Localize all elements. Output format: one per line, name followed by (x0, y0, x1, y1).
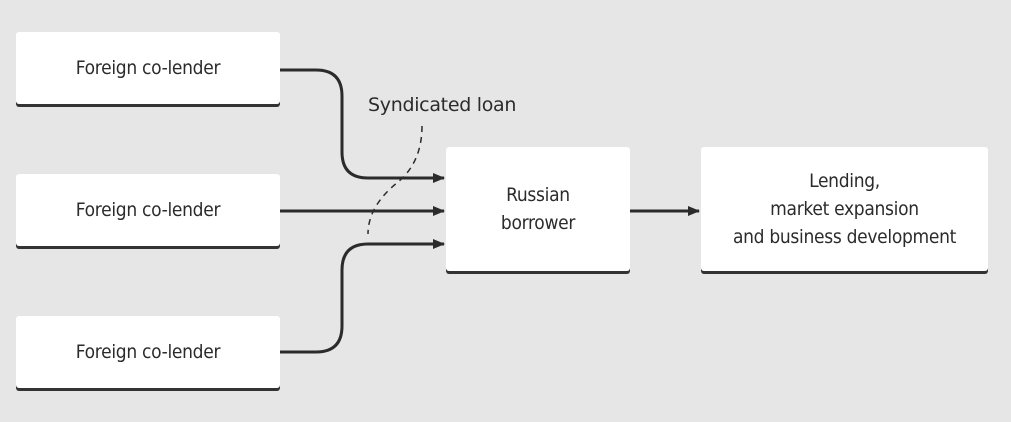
foreign-co-lender-label-3: Foreign co-lender (75, 341, 221, 363)
outcome-label: Lending, market expansion and business d… (732, 170, 957, 248)
outcome-box: Lending, market expansion and business d… (701, 147, 988, 271)
foreign-co-lender-box-1: Foreign co-lender (16, 32, 280, 104)
connector-lender-1-to-borrower (280, 68, 445, 183)
connector-lender-3-to-borrower (280, 239, 445, 354)
russian-borrower-box: Russian borrower (446, 147, 630, 271)
syndicated-loan-label: Syndicated loan (368, 94, 517, 116)
foreign-co-lender-label-2: Foreign co-lender (75, 199, 221, 221)
foreign-co-lender-label-1: Foreign co-lender (75, 57, 221, 79)
foreign-co-lender-box-2: Foreign co-lender (16, 174, 280, 246)
syndicated-loan-dashed-curve (367, 125, 423, 235)
foreign-co-lender-box-3: Foreign co-lender (16, 316, 280, 388)
russian-borrower-label: Russian borrower (500, 184, 576, 234)
